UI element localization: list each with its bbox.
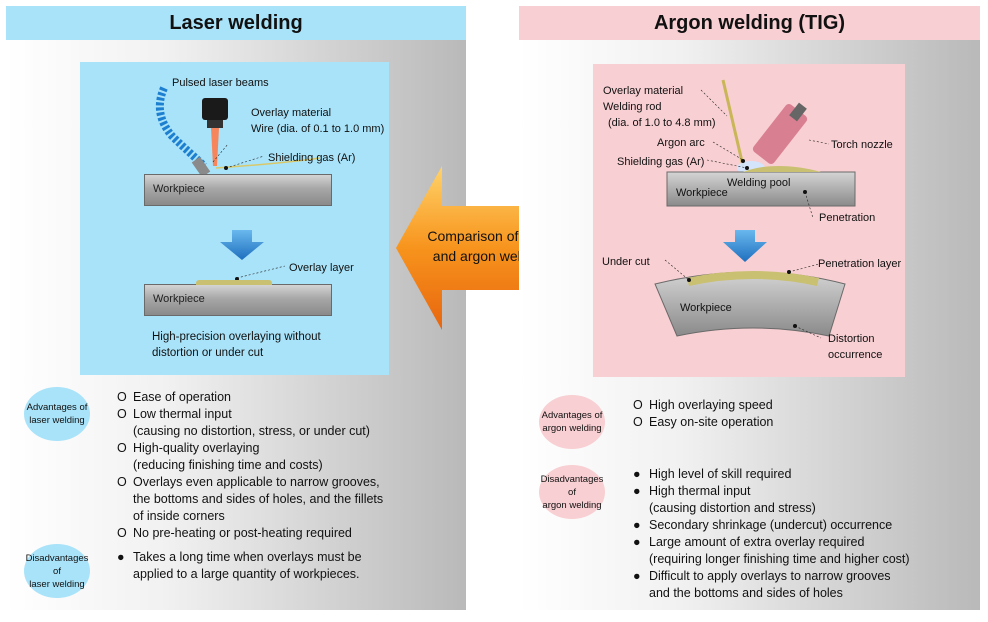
list-item-text: No pre-heating or post-heating required — [133, 526, 352, 540]
penetration-layer-label: Penetration layer — [818, 258, 902, 270]
list-item-text: Secondary shrinkage (undercut) occurrenc… — [649, 518, 893, 532]
list-item-text: Large amount of extra overlay required — [649, 535, 865, 549]
list-item-subtext: of inside corners — [133, 509, 225, 523]
workpiece-top: Workpiece — [144, 174, 332, 206]
list-item-subtext: (requiring longer finishing time and hig… — [649, 552, 910, 566]
shielding-gas-label: Shielding gas (Ar) — [268, 152, 356, 164]
distortion-label: Distortion — [828, 333, 875, 345]
welding-rod-label: Welding rod — [603, 101, 662, 113]
list-item: O Low thermal input (causing no distortion… — [117, 406, 407, 440]
list-item: ● Large amount of extra overlay required (… — [633, 534, 953, 568]
argon-shielding-gas-label: Shielding gas (Ar) — [617, 156, 705, 168]
argon-disadvantages-list: ● High level of skill required ● High therm… — [633, 466, 953, 602]
list-item: ● High level of skill required — [633, 466, 953, 483]
under-cut-label: Under cut — [602, 256, 650, 268]
rod-diameter-label: (dia. of 1.0 to 4.8 mm) — [608, 117, 716, 129]
list-item: O Overlays even applicable to narrow groo… — [117, 474, 407, 525]
list-item-text: Easy on-site operation — [649, 415, 774, 429]
bullet-icon: ● — [117, 550, 125, 564]
list-item-text: Low thermal input — [133, 407, 232, 421]
argon-overlay-material-label: Overlay material — [603, 85, 684, 97]
laser-diagram-box — [80, 62, 389, 375]
list-item-text: High overlaying speed — [649, 398, 773, 412]
list-item-subtext: (causing distortion and stress) — [649, 501, 816, 515]
list-item-text: Overlays even applicable to narrow groov… — [133, 475, 380, 489]
bullet-icon: ● — [633, 535, 641, 549]
down-arrow-icon — [723, 230, 767, 262]
bullet-icon: O — [117, 441, 127, 455]
bullet-icon: O — [633, 415, 643, 429]
list-item: O High-quality overlaying (reducing finish… — [117, 440, 407, 474]
argon-workpiece2-label: Workpiece — [680, 302, 732, 314]
occurrence-label: occurrence — [828, 349, 883, 361]
list-item: ● Secondary shrinkage (undercut) occurren… — [633, 517, 953, 534]
list-item-subtext: (causing no distortion, stress, or under… — [133, 424, 370, 438]
list-item: ● Difficult to apply overlays to narrow g… — [633, 568, 953, 602]
argon-diagram — [654, 79, 856, 339]
bullet-icon: O — [633, 398, 643, 412]
bullet-icon: ● — [633, 467, 641, 481]
list-item: O Ease of operation — [117, 389, 407, 406]
bullet-icon: O — [117, 390, 127, 404]
bullet-icon: O — [117, 475, 127, 489]
list-item-text: Takes a long time when overlays must be — [133, 550, 362, 564]
list-item: O No pre-heating or post-heating required — [117, 525, 407, 542]
list-item-subtext: applied to a large quantity of workpiece… — [133, 567, 360, 581]
down-arrow-icon — [220, 230, 264, 260]
list-item-text: Difficult to apply overlays to narrow gr… — [649, 569, 891, 583]
overlay-material-label: Overlay material — [251, 107, 332, 119]
overlay-layer-label: Overlay layer — [289, 262, 354, 274]
welding-pool-label: Welding pool — [727, 177, 791, 189]
argon-title: Argon welding (TIG) — [519, 6, 980, 40]
argon-arc-label: Argon arc — [657, 137, 705, 149]
workpiece-bottom: Workpiece — [144, 284, 332, 316]
list-item-subtext: (reducing finishing time and costs) — [133, 458, 323, 472]
list-item-text: Ease of operation — [133, 390, 231, 404]
bullet-icon: ● — [633, 569, 641, 583]
laser-disadvantages-list: ● Takes a long time when overlays must be… — [117, 549, 407, 583]
pulsed-laser-label: Pulsed laser beams — [172, 77, 269, 89]
bullet-icon: ● — [633, 484, 641, 498]
bullet-icon: O — [117, 407, 127, 421]
laser-caption-line2: distortion or under cut — [152, 347, 264, 359]
bullet-icon: ● — [633, 518, 641, 532]
list-item-text: High thermal input — [649, 484, 751, 498]
laser-title: Laser welding — [6, 6, 466, 40]
argon-workpiece-label: Workpiece — [676, 187, 728, 199]
wire-label: Wire (dia. of 0.1 to 1.0 mm) — [251, 123, 385, 135]
penetration-label: Penetration — [819, 212, 876, 224]
laser-diagram — [155, 86, 321, 281]
bullet-icon: O — [117, 526, 127, 540]
list-item-text: High-quality overlaying — [133, 441, 260, 455]
torch-nozzle-label: Torch nozzle — [831, 139, 893, 151]
list-item: O Easy on-site operation — [633, 414, 933, 431]
overlay-layer-shape — [196, 280, 272, 285]
laser-caption-line1: High-precision overlaying without — [152, 331, 321, 343]
list-item-text: High level of skill required — [649, 467, 792, 481]
list-item: O High overlaying speed — [633, 397, 933, 414]
list-item: ● Takes a long time when overlays must be… — [117, 549, 407, 583]
list-item-subtext: and the bottoms and sides of holes — [649, 586, 843, 600]
list-item: ● High thermal input (causing distortion a… — [633, 483, 953, 517]
list-item-subtext: the bottoms and sides of holes, and the … — [133, 492, 384, 506]
